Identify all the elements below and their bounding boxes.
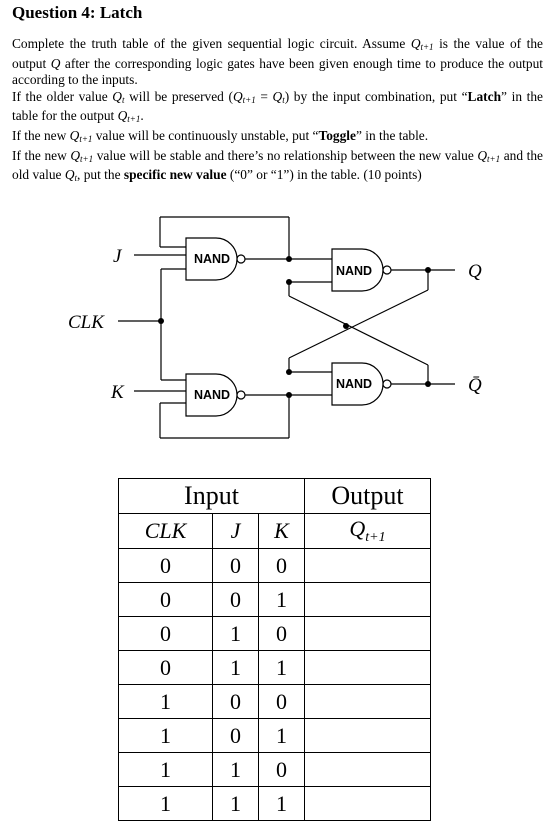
cell-j: 1 [212, 616, 259, 651]
output-q-label: Q [468, 261, 482, 282]
cell-k: 0 [258, 752, 305, 787]
cell-j: 0 [212, 684, 259, 719]
cell-j: 1 [212, 786, 259, 821]
cell-k: 1 [258, 786, 305, 821]
toggle-keyword: Toggle [318, 127, 356, 143]
instruction-p1: Complete the truth table of the given se… [12, 36, 543, 88]
output-header: Output [304, 478, 431, 514]
cell-j: 0 [212, 718, 259, 753]
col-j-header: J [212, 513, 259, 549]
cell-clk: 1 [118, 684, 213, 719]
input-j-label: J [113, 246, 123, 267]
cell-k: 1 [258, 650, 305, 685]
cell-output[interactable] [304, 548, 431, 583]
cell-k: 0 [258, 616, 305, 651]
latch-keyword: Latch [467, 88, 502, 104]
cell-output[interactable] [304, 786, 431, 821]
cell-output[interactable] [304, 718, 431, 753]
cell-output[interactable] [304, 650, 431, 685]
instructions: Complete the truth table of the given se… [12, 36, 543, 187]
input-clk-label: CLK [68, 312, 105, 333]
cell-k: 0 [258, 684, 305, 719]
question-title: Question 4: Latch [12, 3, 143, 22]
col-k-header: K [258, 513, 305, 549]
gate-label-3: NAND [336, 264, 372, 278]
cell-clk: 0 [118, 548, 213, 583]
output-qbar-label: Q̄ [468, 375, 482, 396]
input-header: Input [118, 478, 305, 514]
cell-clk: 0 [118, 650, 213, 685]
cell-clk: 1 [118, 718, 213, 753]
cell-output[interactable] [304, 582, 431, 617]
latch-circuit-diagram: NAND NAND NAND NAND J CLK K Q Q̄ [68, 216, 482, 439]
cell-k: 1 [258, 582, 305, 617]
col-clk-header: CLK [118, 513, 213, 549]
cell-output[interactable] [304, 684, 431, 719]
cell-clk: 1 [118, 786, 213, 821]
cell-j: 1 [212, 752, 259, 787]
cell-j: 0 [212, 582, 259, 617]
gate-label-4: NAND [336, 377, 372, 391]
cell-clk: 0 [118, 582, 213, 617]
instruction-p4: If the new Qt+1 value will be stable and… [12, 147, 543, 184]
cell-output[interactable] [304, 616, 431, 651]
cell-j: 1 [212, 650, 259, 685]
col-q-header: Qt+1 [304, 513, 431, 549]
instruction-p3: If the new Qt+1 value will be continuous… [12, 127, 429, 144]
cell-k: 0 [258, 548, 305, 583]
cell-output[interactable] [304, 752, 431, 787]
cell-k: 1 [258, 718, 305, 753]
cell-clk: 1 [118, 752, 213, 787]
instruction-p2: If the older value Qt will be preserved … [12, 88, 543, 125]
specific-value-keyword: specific new value [123, 167, 227, 183]
cell-j: 0 [212, 548, 259, 583]
gate-label-2: NAND [194, 388, 230, 402]
input-k-label: K [110, 382, 125, 403]
gate-label-1: NAND [194, 252, 230, 266]
cell-clk: 0 [118, 616, 213, 651]
